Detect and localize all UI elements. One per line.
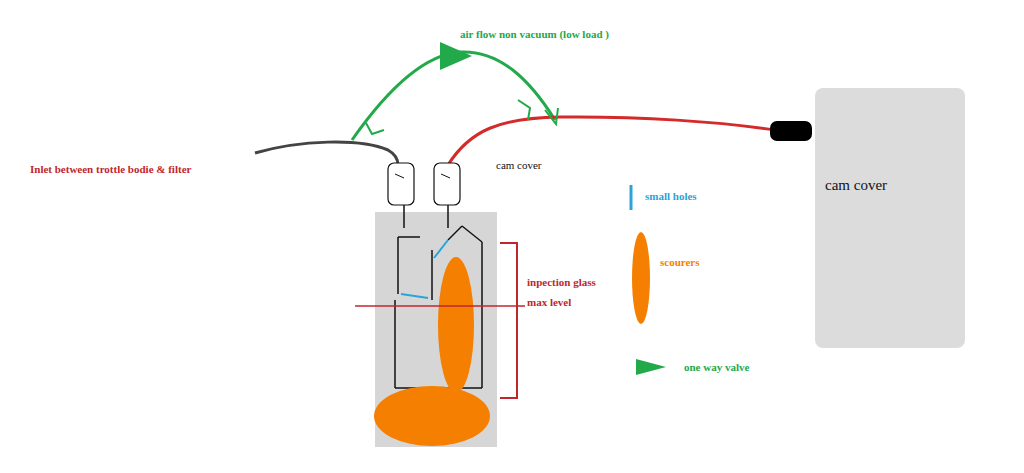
- legend-sample-triangle: [636, 359, 666, 375]
- flow-note: air flow non vacuum (low load ): [460, 28, 609, 41]
- one-way-valve: [440, 42, 472, 70]
- port-mark: [395, 174, 404, 178]
- flow-mark: [366, 123, 384, 134]
- cam-hose: [448, 117, 775, 165]
- node-text: cam cover: [825, 176, 965, 194]
- inspection-bracket: [500, 243, 517, 398]
- legend-text: small holes: [645, 190, 697, 203]
- port-mark: [441, 174, 450, 178]
- flow-mark: [545, 108, 558, 124]
- scourer: [438, 257, 474, 393]
- scourer: [374, 386, 490, 446]
- legend-sample-ellipse: [632, 232, 650, 324]
- inlet-hose: [255, 142, 398, 165]
- level-label: max level: [527, 296, 571, 309]
- bracket-label: inpection glass: [527, 276, 596, 289]
- can-body: [375, 212, 497, 447]
- legend-text: scourers: [660, 256, 700, 269]
- bypass-hose: [352, 52, 555, 140]
- port: [434, 163, 460, 205]
- legend-text: one way valve: [684, 361, 749, 374]
- inlet-note: Inlet between trottle bodie & filter: [30, 163, 191, 176]
- max-level-line: [355, 305, 525, 307]
- cam-cover-box: cam cover: [815, 88, 965, 348]
- port: [388, 163, 414, 205]
- flow-mark: [518, 100, 530, 120]
- hose-cap: [770, 121, 812, 141]
- port-label: cam cover: [496, 159, 542, 172]
- legend-sample-line: [630, 185, 633, 210]
